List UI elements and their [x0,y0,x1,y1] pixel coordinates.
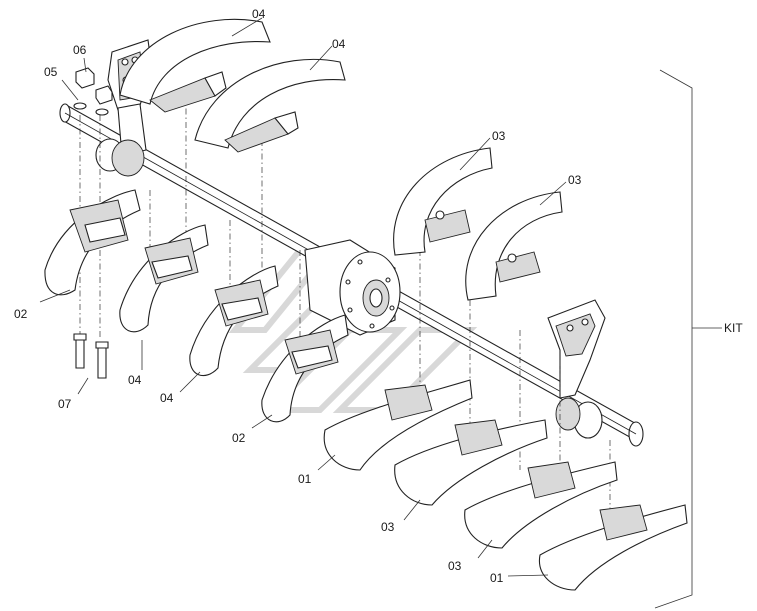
right-bearing-bracket [547,299,606,439]
callout-labels: 04 04 03 03 06 05 02 04 04 02 07 01 03 0… [14,7,743,585]
mid-auger-flight-2 [465,191,563,301]
label-05: 05 [44,65,58,79]
lower-flight-02-left [44,189,141,296]
label-04-lower-b: 04 [160,391,174,405]
label-01-right-b: 01 [490,571,504,585]
label-01-right-a: 01 [298,472,312,486]
lower-flight-03-right-b [464,461,618,549]
upper-auger-flight-1 [119,18,271,113]
label-03-mid-a: 03 [492,129,506,143]
upper-auger-flight-2 [194,58,346,153]
lower-flight-04-left [119,224,209,333]
lower-flight-01-right-a [323,379,473,471]
central-gearbox [304,239,401,336]
label-03-lower-b: 03 [448,559,462,573]
label-kit: KIT [724,321,743,335]
label-02-left: 02 [14,307,28,321]
bolt-07 [73,333,109,379]
label-02-mid: 02 [232,431,246,445]
leader-lines [39,17,567,577]
label-03-lower-a: 03 [381,520,395,534]
label-04-lower-a: 04 [128,373,142,387]
lower-flight-02-mid [261,314,349,423]
label-03-mid-b: 03 [568,173,582,187]
lower-flight-04-mid [189,265,279,377]
label-07: 07 [58,397,72,411]
lower-flight-03-right-a [394,419,548,506]
nut-06 [75,67,113,105]
label-04-top-b: 04 [332,37,346,51]
mid-auger-flight-1 [393,147,493,256]
label-06: 06 [73,43,87,57]
label-04-top-a: 04 [252,7,266,21]
lower-flight-01-right-b [538,504,688,591]
kit-bracket [654,69,722,609]
washer-05 [73,102,109,116]
